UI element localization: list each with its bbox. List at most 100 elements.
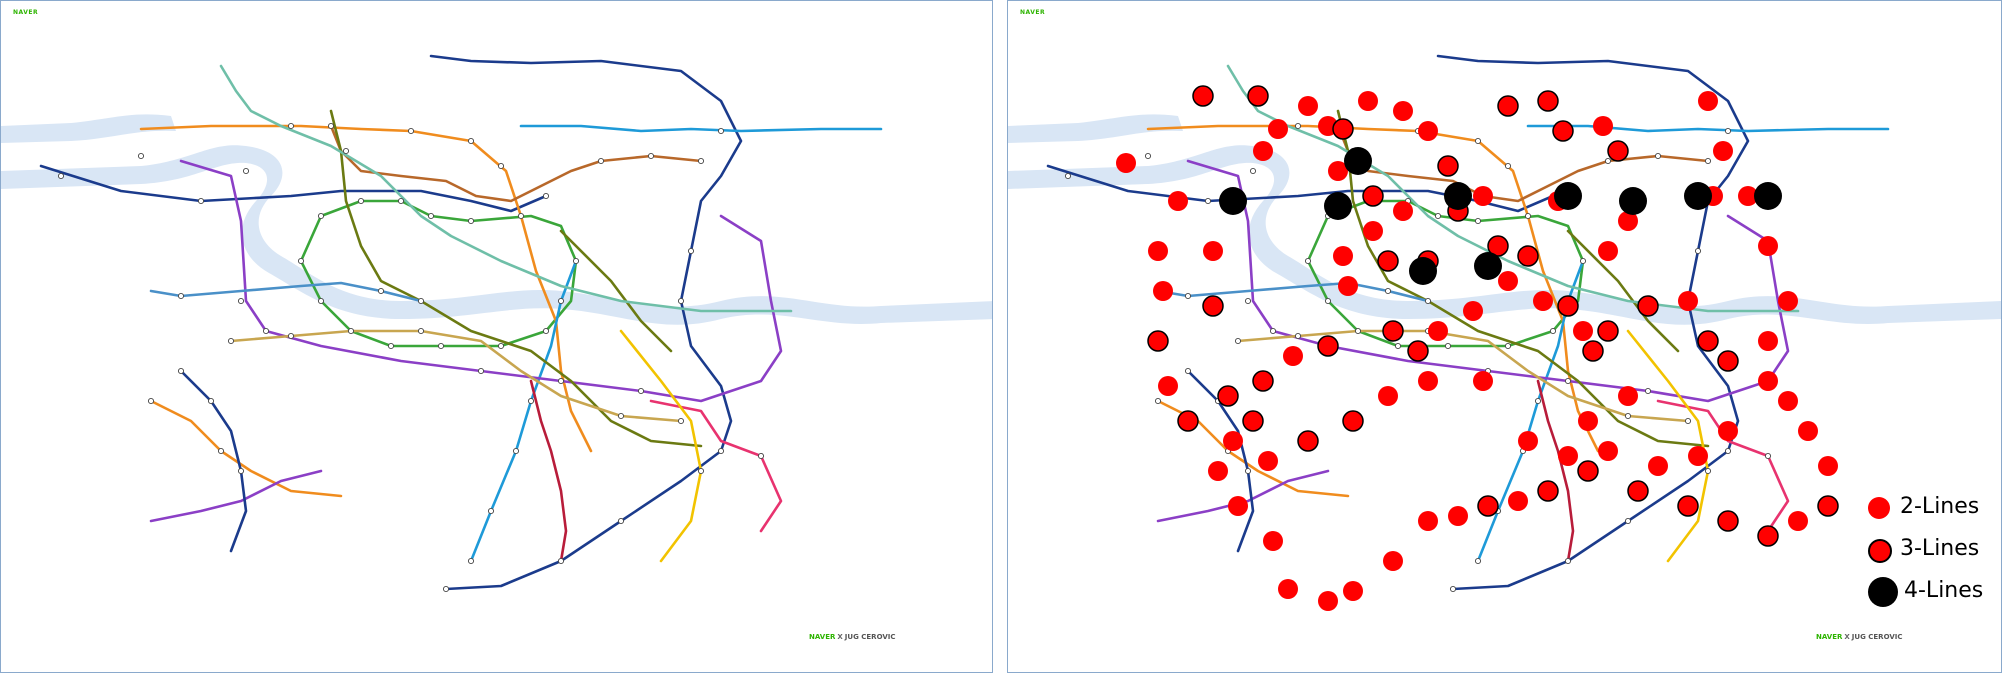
- transfer-2-lines-marker: [1253, 141, 1273, 161]
- transfer-2-lines-marker: [1473, 371, 1493, 391]
- transfer-3-lines-marker: [1757, 525, 1779, 547]
- credit-author: JUG CEROVIC: [844, 633, 896, 641]
- station-marker: [417, 327, 425, 335]
- station-marker: [557, 557, 565, 565]
- transfer-3-lines-marker: [1377, 250, 1399, 272]
- station-marker: [317, 212, 325, 220]
- subway-line-sinbundang-15: [529, 379, 568, 563]
- transfer-4-lines-marker: [1619, 187, 1647, 215]
- transfer-3-lines-marker: [1252, 370, 1274, 392]
- transfer-3-lines-marker: [1297, 430, 1319, 452]
- transfer-2-lines-marker: [1598, 441, 1618, 461]
- station-marker: [1764, 452, 1772, 460]
- station-marker: [237, 297, 245, 305]
- transfer-3-lines-marker: [1497, 95, 1519, 117]
- transfer-2-lines-marker: [1393, 101, 1413, 121]
- red-dot-icon: [1868, 497, 1890, 519]
- subway-line-line3-3: [139, 124, 593, 453]
- subway-line-bundang-14: [1626, 329, 1710, 563]
- station-marker: [1564, 377, 1572, 385]
- credit-separator: X: [837, 633, 843, 641]
- station-marker: [1384, 287, 1392, 295]
- subway-line-line5-6: [1186, 159, 1790, 403]
- station-marker: [387, 342, 395, 350]
- transfer-4-lines-marker: [1684, 182, 1712, 210]
- station-marker: [557, 297, 565, 305]
- station-marker: [407, 127, 415, 135]
- station-marker: [1269, 327, 1277, 335]
- station-marker: [1154, 397, 1162, 405]
- subway-line-line4-4: [519, 124, 883, 133]
- station-marker: [297, 257, 305, 265]
- transfer-3-lines-marker: [1537, 90, 1559, 112]
- station-marker: [262, 327, 270, 335]
- subway-line-line1-1: [1046, 164, 1555, 213]
- transfer-2-lines-marker: [1318, 591, 1338, 611]
- station-marker: [1724, 447, 1732, 455]
- station-marker: [1434, 212, 1442, 220]
- transfer-3-lines-marker: [1487, 235, 1509, 257]
- transfer-2-lines-marker: [1223, 431, 1243, 451]
- transfer-2-lines-marker: [1778, 391, 1798, 411]
- transfer-3-lines-marker: [1382, 320, 1404, 342]
- transfer-2-lines-marker: [1328, 161, 1348, 181]
- transfer-2-lines-marker: [1798, 421, 1818, 441]
- transfer-4-lines-marker: [1324, 192, 1352, 220]
- station-marker: [572, 257, 580, 265]
- transfer-2-lines-marker: [1418, 121, 1438, 141]
- transfer-3-lines-marker: [1477, 495, 1499, 517]
- station-marker: [477, 367, 485, 375]
- station-marker: [377, 287, 385, 295]
- subway-line-line1-0: [1436, 54, 1750, 591]
- legend-label: 4-Lines: [1904, 578, 1984, 603]
- transfer-4-lines-marker: [1754, 182, 1782, 210]
- transfer-3-lines-marker: [1147, 330, 1169, 352]
- transfer-3-lines-marker: [1217, 385, 1239, 407]
- station-marker: [697, 157, 705, 165]
- station-marker: [677, 417, 685, 425]
- station-marker: [597, 157, 605, 165]
- subway-line-line3-16: [149, 399, 343, 498]
- station-marker: [427, 212, 435, 220]
- station-marker: [287, 122, 295, 130]
- transfer-2-lines-marker: [1153, 281, 1173, 301]
- station-marker: [1534, 397, 1542, 405]
- transfer-2-lines-marker: [1473, 186, 1493, 206]
- station-marker: [637, 387, 645, 395]
- transfer-2-lines-marker: [1758, 236, 1778, 256]
- station-marker: [1444, 342, 1452, 350]
- transfer-2-lines-marker: [1428, 321, 1448, 341]
- station-marker: [467, 217, 475, 225]
- station-marker: [242, 167, 250, 175]
- station-marker: [1524, 212, 1532, 220]
- transfer-3-lines-marker: [1697, 330, 1719, 352]
- transfer-2-lines-marker: [1333, 246, 1353, 266]
- station-marker: [1504, 342, 1512, 350]
- subway-line-line2-2: [299, 199, 578, 348]
- transfer-3-lines-marker: [1677, 495, 1699, 517]
- station-marker: [1294, 122, 1302, 130]
- subway-line-line1-18: [1186, 369, 1255, 553]
- transfer-2-lines-marker: [1573, 321, 1593, 341]
- transfer-2-lines-marker: [1268, 119, 1288, 139]
- transfer-2-lines-marker: [1738, 186, 1758, 206]
- transfer-2-lines-marker: [1688, 446, 1708, 466]
- station-marker: [177, 367, 185, 375]
- transfer-2-lines-marker: [1593, 116, 1613, 136]
- subway-map-left: [1, 54, 992, 593]
- river-layer: [1, 114, 992, 325]
- station-marker: [417, 297, 425, 305]
- transfer-4-lines-marker: [1409, 257, 1437, 285]
- station-marker: [287, 332, 295, 340]
- subway-line-gyeongui-13: [1226, 64, 1800, 313]
- transfer-2-lines-marker: [1278, 579, 1298, 599]
- station-marker: [1579, 257, 1587, 265]
- transfer-3-lines-marker: [1517, 245, 1539, 267]
- station-marker: [1294, 332, 1302, 340]
- subway-line-line8-10: [1656, 399, 1790, 533]
- station-marker: [437, 342, 445, 350]
- transfer-3-lines-marker: [1637, 295, 1659, 317]
- black-dot-icon: [1868, 577, 1898, 607]
